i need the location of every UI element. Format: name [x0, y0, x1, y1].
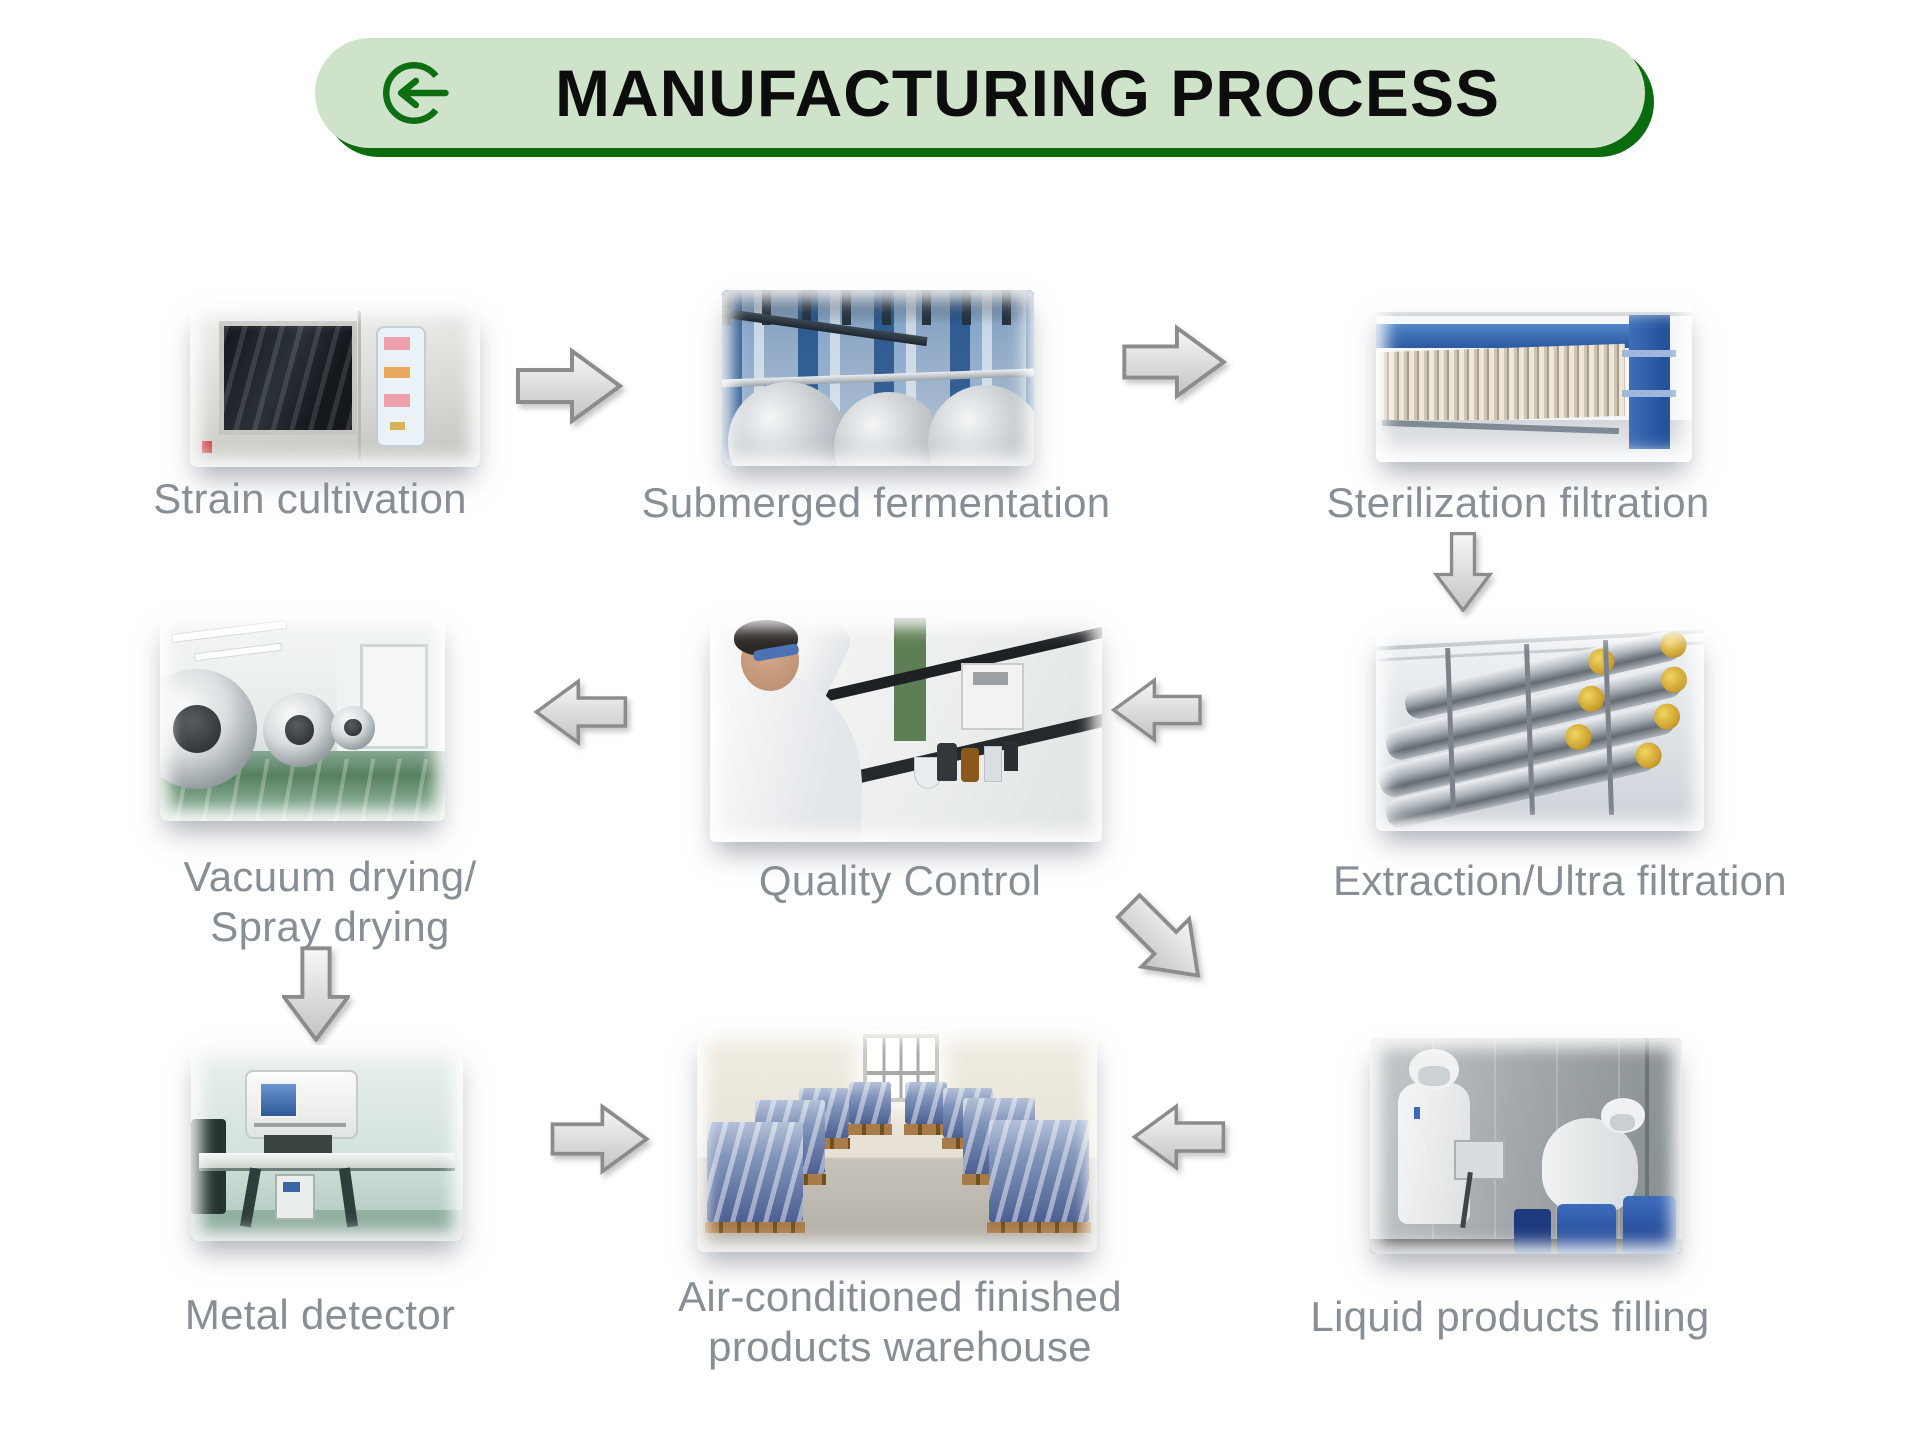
arrow-vacuum-to-metal-detector	[282, 946, 350, 1042]
diagonal-arrow-icon	[1115, 892, 1201, 978]
arrow-liquid-filling-to-warehouse	[1127, 1103, 1229, 1171]
arrow-quality-to-liquid-filling	[1108, 886, 1220, 998]
arrow-fermentation-to-sterilization	[1121, 324, 1229, 400]
yellow-end-cap	[1586, 646, 1618, 678]
photo-vacuum-spray-drying	[160, 615, 445, 821]
yellow-end-cap	[1563, 720, 1595, 753]
caption-quality-control: Quality Control	[758, 857, 1042, 904]
dark-reagent-bottle	[937, 743, 958, 782]
back-arrow-icon[interactable]	[377, 56, 451, 130]
left-arrow-icon	[1110, 677, 1202, 743]
glass-bottle	[984, 745, 1003, 782]
panel-button	[384, 366, 411, 378]
wood-pallet	[848, 1124, 892, 1135]
caption-liquid-products-filling: Liquid products filling	[1310, 1293, 1710, 1340]
photo-submerged-fermentation	[722, 290, 1034, 466]
down-arrow-icon	[1432, 532, 1494, 612]
detector-screen	[259, 1082, 299, 1118]
door-frame	[1644, 1038, 1649, 1207]
shrink-wrap-sheen	[849, 1082, 891, 1124]
shrink-wrap-sheen	[707, 1122, 803, 1222]
conveyor-belt	[199, 1152, 455, 1172]
chamber-core	[173, 704, 222, 753]
caption-sterilization-filtration: Sterilization filtration	[1326, 479, 1710, 526]
photo-metal-detector	[191, 1045, 463, 1241]
pallet-stack	[705, 1122, 805, 1233]
photo-quality-control	[710, 618, 1102, 842]
caption-metal-detector: Metal detector	[184, 1291, 456, 1338]
incubator-seam	[358, 311, 362, 461]
suit-logo	[1413, 1107, 1420, 1120]
filter-plates	[1379, 344, 1626, 425]
arrow-sterilization-to-extraction	[1430, 532, 1496, 612]
photo-strain-cultivation	[190, 305, 480, 467]
arrow-quality-to-vacuum	[528, 678, 632, 746]
caption-vacuum-spray-drying: Vacuum drying/ Spray drying	[183, 853, 477, 951]
detector-slot	[253, 1123, 347, 1128]
blue-drum	[1557, 1204, 1617, 1254]
analyzer-display	[972, 671, 1008, 686]
yellow-end-cap	[1575, 683, 1607, 715]
shrink-wrap-sheen	[989, 1120, 1089, 1222]
left-arrow-icon	[533, 678, 628, 746]
column-crossbar	[1622, 350, 1677, 357]
glass-flask	[913, 756, 942, 789]
wood-pallet	[904, 1124, 948, 1135]
panel-button	[384, 394, 411, 408]
incubator-red-label	[201, 441, 212, 454]
crouching-worker-mask	[1610, 1113, 1636, 1131]
vacuum-chamber-door	[331, 705, 375, 750]
control-box-label	[283, 1182, 300, 1192]
photo-sterilization-filtration	[1376, 302, 1692, 462]
pallet-stack	[848, 1082, 892, 1135]
barred-window	[863, 1034, 939, 1103]
caption-extraction-ultra-filtration: Extraction/Ultra filtration	[1333, 857, 1787, 904]
down-arrow-icon	[282, 946, 350, 1042]
column-crossbar	[1622, 390, 1677, 397]
blue-drum	[1513, 1208, 1551, 1254]
photo-extraction-ultra-filtration	[1376, 628, 1704, 831]
right-arrow-icon	[516, 347, 624, 425]
detector-tunnel	[264, 1135, 333, 1153]
standing-worker-mask	[1418, 1066, 1450, 1086]
page-title: MANUFACTURING PROCESS	[554, 56, 1501, 130]
right-arrow-icon	[550, 1103, 650, 1175]
caption-finished-products-warehouse: Air-conditioned finished products wareho…	[678, 1273, 1122, 1371]
blue-drum	[1622, 1195, 1676, 1254]
wood-pallet	[705, 1222, 805, 1233]
filling-device	[1454, 1139, 1506, 1181]
vacuum-chamber-door	[262, 693, 337, 768]
left-arrow-icon	[1131, 1103, 1226, 1171]
shrink-wrap-sheen	[905, 1082, 947, 1124]
ceiling-pipe	[1376, 311, 1692, 316]
pallet-stack	[904, 1082, 948, 1135]
floor	[191, 1209, 463, 1241]
chamber-core	[344, 718, 362, 737]
arrow-strain-to-fermentation	[516, 347, 624, 425]
vacuum-chamber-door	[160, 668, 258, 789]
panel-button	[384, 337, 411, 351]
photo-finished-products-warehouse	[697, 1030, 1097, 1252]
control-box	[275, 1174, 315, 1220]
panel-button	[390, 421, 405, 430]
crouching-worker-suit	[1541, 1117, 1639, 1213]
right-arrow-icon	[1122, 324, 1228, 400]
pallet-stack	[987, 1120, 1091, 1233]
incubator-window	[219, 321, 357, 435]
dark-reagent-bottle	[1004, 741, 1018, 772]
circled-back-arrow-glyph	[383, 62, 449, 124]
blue-end-column	[1628, 314, 1670, 450]
chamber-core	[284, 715, 315, 746]
wood-pallet	[987, 1222, 1091, 1233]
title-banner: MANUFACTURING PROCESS	[315, 38, 1645, 148]
photo-liquid-products-filling	[1370, 1038, 1682, 1254]
amber-bottle	[960, 747, 979, 782]
caption-strain-cultivation: Strain cultivation	[153, 475, 467, 522]
arrow-metal-detector-to-warehouse	[547, 1103, 654, 1175]
arrow-extraction-to-quality	[1103, 677, 1209, 743]
caption-submerged-fermentation: Submerged fermentation	[641, 479, 1111, 526]
